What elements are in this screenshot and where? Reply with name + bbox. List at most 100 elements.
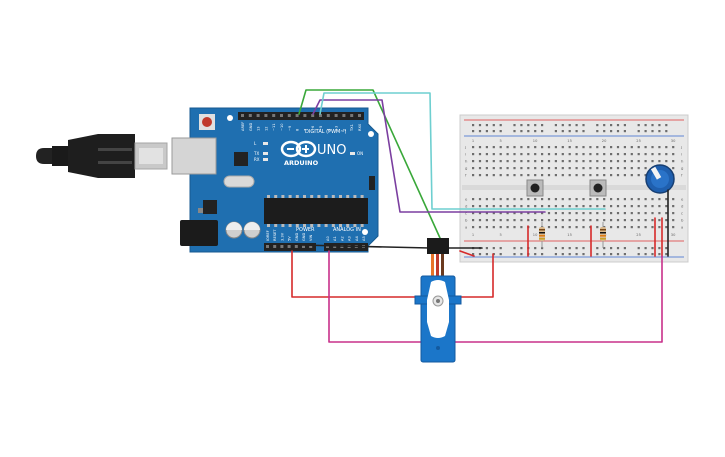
pin-label: ~5	[319, 126, 323, 131]
header-pin[interactable]	[280, 114, 283, 117]
header-pin[interactable]	[319, 114, 322, 117]
header-pin[interactable]	[241, 114, 244, 117]
row-letter: b	[681, 218, 684, 223]
header-pin[interactable]	[266, 245, 269, 248]
mount-hole	[362, 229, 368, 235]
header-pin[interactable]	[302, 245, 305, 248]
row-letter: a	[681, 225, 683, 230]
pin-label: ~3	[335, 126, 339, 131]
rx-led	[263, 158, 268, 161]
header-pin[interactable]	[287, 114, 291, 117]
pin-label: AREF	[241, 122, 245, 131]
header-pin[interactable]	[294, 245, 298, 248]
pin-label: A1	[333, 236, 337, 241]
column-number: 15	[567, 233, 572, 237]
header-pin[interactable]	[350, 114, 354, 117]
pin-label: RX0	[358, 123, 362, 131]
header-pin[interactable]	[358, 114, 361, 117]
row-letter: e	[681, 197, 684, 202]
digital-header-label: DIGITAL (PWM~)	[305, 129, 347, 135]
row-letter: d	[465, 204, 468, 209]
header-pin[interactable]	[272, 114, 276, 117]
header-pin[interactable]	[309, 245, 313, 248]
wire-purple[interactable]	[312, 99, 546, 213]
column-number: 25	[636, 233, 641, 237]
potentiometer[interactable]	[645, 164, 675, 194]
analog-header[interactable]	[324, 243, 368, 251]
tx-led	[263, 152, 268, 155]
wire-magenta[interactable]	[328, 250, 663, 343]
pin-label: A3	[348, 236, 352, 241]
usb-jack	[171, 137, 217, 175]
power-jack	[180, 220, 218, 246]
column-number: 20	[602, 139, 607, 143]
column-number: 5	[499, 233, 501, 237]
pin-label: ~10	[280, 123, 284, 131]
pin-label: 4	[327, 128, 331, 131]
arduino-logo-icon	[280, 140, 317, 158]
header-pin[interactable]	[248, 114, 252, 117]
usb-chip	[234, 152, 248, 166]
on-led	[350, 152, 355, 155]
column-number: 15	[567, 139, 572, 143]
header-pin[interactable]	[342, 114, 346, 117]
pin-label: RESET	[273, 229, 277, 241]
header-pin[interactable]	[280, 245, 284, 248]
header-pin[interactable]	[326, 245, 329, 248]
atmega-chip	[264, 198, 368, 224]
header-pin[interactable]	[311, 114, 315, 117]
row-letter: h	[465, 159, 468, 164]
pushbutton-2[interactable]	[589, 179, 607, 197]
pin-label: 7	[303, 129, 307, 131]
resistor-2[interactable]	[600, 222, 606, 248]
header-pin[interactable]	[273, 245, 277, 248]
row-letter: j	[464, 145, 466, 150]
column-number: 30	[671, 233, 676, 237]
wire-black-gnd[interactable]	[299, 244, 431, 249]
digital-header[interactable]	[238, 112, 364, 120]
usb-cable[interactable]	[36, 134, 168, 178]
row-letter: h	[681, 159, 684, 164]
pin-label: A0	[326, 236, 330, 241]
row-letter: f	[681, 173, 683, 178]
pin-label: ~6	[311, 125, 315, 131]
row-letter: c	[465, 211, 467, 216]
pushbutton-1[interactable]	[526, 179, 544, 197]
column-number: 10	[533, 233, 538, 237]
header-pin[interactable]	[256, 114, 260, 117]
pin-label: 13	[257, 126, 261, 131]
row-letter: g	[465, 166, 468, 171]
servo-connector	[427, 238, 449, 254]
header-pin[interactable]	[303, 114, 307, 117]
pin-label: GND	[302, 233, 306, 241]
header-pin[interactable]	[334, 114, 338, 117]
wire-red-5v[interactable]	[291, 250, 494, 298]
row-letter: j	[680, 145, 682, 150]
header-pin[interactable]	[295, 114, 299, 117]
wire-green[interactable]	[298, 89, 441, 239]
header-pin[interactable]	[326, 114, 330, 117]
pin-label: A4	[355, 236, 359, 241]
servo-motor[interactable]	[414, 238, 462, 363]
column-number: 5	[499, 139, 501, 143]
header-pin[interactable]	[264, 114, 268, 117]
pin-label: TX1	[350, 124, 354, 132]
crystal	[223, 175, 255, 188]
header-pin[interactable]	[287, 245, 291, 248]
pin-label: ~9	[288, 125, 292, 131]
wire-cyan[interactable]	[319, 92, 606, 210]
pin-label: GND	[295, 233, 299, 241]
row-letter: c	[681, 211, 683, 216]
wire-red-bb[interactable]	[459, 250, 475, 257]
power-header-label: POWER	[296, 227, 315, 233]
pin-label: IOREF	[266, 230, 270, 241]
column-number: 1	[472, 139, 474, 143]
row-letter: a	[465, 225, 467, 230]
arduino-logo-text: ARDUINO	[284, 159, 319, 167]
center-channel	[462, 185, 686, 190]
servo-horn-icon[interactable]	[427, 280, 449, 338]
pin-label: 8	[296, 128, 300, 131]
resistor-1[interactable]	[539, 222, 545, 248]
